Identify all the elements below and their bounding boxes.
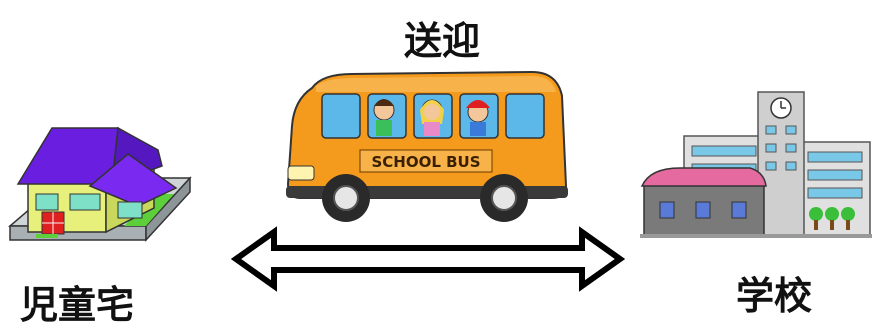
house-icon <box>7 126 192 242</box>
school-label: 学校 <box>736 274 813 318</box>
school-bus-icon: SCHOOL BUS <box>286 70 568 222</box>
home-label: 児童宅 <box>20 283 135 327</box>
bus-sign-text: SCHOOL BUS <box>371 153 480 171</box>
diagram-title: 送迎 <box>404 19 481 63</box>
double-headed-arrow-icon <box>230 226 626 292</box>
school-building-icon <box>640 91 872 238</box>
